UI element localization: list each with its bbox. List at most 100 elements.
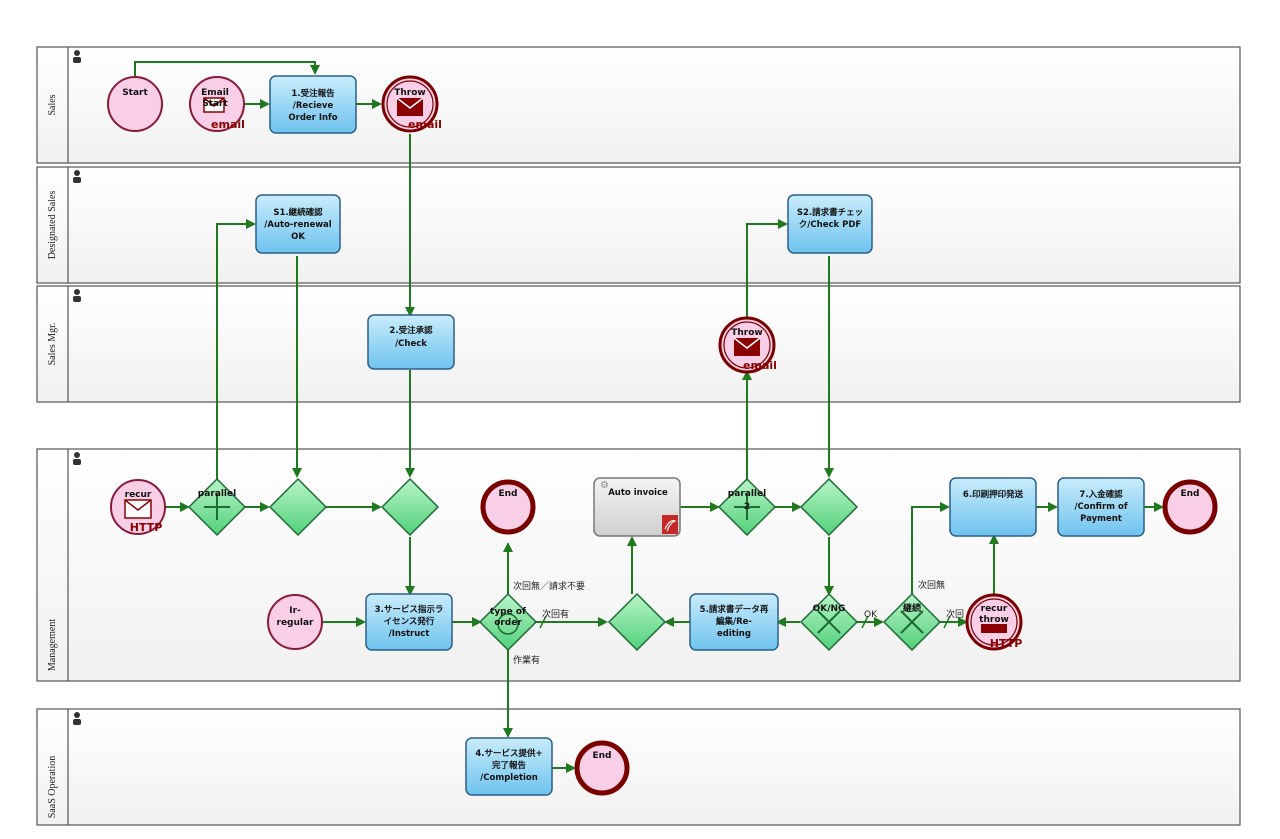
task-1-line-1: 1.受注報告	[291, 88, 335, 99]
lane-label-sales-mgr: Sales Mgr.	[47, 323, 58, 366]
pdf-icon	[662, 515, 678, 534]
recur-sub: HTTP	[130, 521, 163, 534]
start-event-label: Start	[122, 88, 148, 98]
lane-saas-operation: SaaS Operation	[36, 708, 1241, 826]
task-5-re-editing[interactable]: 5.請求書データ再 編集/Re- editing	[689, 593, 779, 651]
auto-invoice-label: Auto invoice	[608, 488, 668, 498]
flow-label-next: 次回有	[542, 608, 569, 620]
task-s2-line-2: ク/Check PDF	[799, 219, 862, 230]
gateway-join-3[interactable]	[799, 477, 859, 537]
task-7-confirm-payment[interactable]: 7.入金確認 /Confirm of Payment	[1057, 477, 1145, 537]
gateway-ok-ng-label: OK/NG	[813, 604, 846, 614]
x-icon	[817, 610, 841, 634]
task-1-recieve-order[interactable]: 1.受注報告 /Recieve Order Info	[269, 75, 357, 134]
task-2-line-2: /Check	[395, 339, 427, 349]
start-event[interactable]: Start	[107, 76, 163, 132]
lane-sales-mgr: Sales Mgr.	[36, 285, 1241, 403]
throw-mgr-label: Throw	[731, 328, 762, 338]
task-4-line-3: /Completion	[480, 773, 538, 783]
task-2-line-1: 2.受注承認	[389, 325, 433, 336]
task-s2-line-1: S2.請求書チェッ	[797, 207, 863, 218]
task-1-line-3: Order Info	[288, 113, 337, 123]
gateway-ok-ng[interactable]: OK/NG	[799, 592, 859, 652]
gateway-merge[interactable]	[607, 592, 667, 652]
gateway-join-1[interactable]	[268, 477, 328, 537]
end-event-top[interactable]: End	[480, 479, 536, 535]
person-icon	[73, 452, 81, 465]
x-icon	[900, 610, 924, 634]
lane-label-management: Management	[47, 619, 58, 671]
plus-icon	[204, 494, 230, 520]
throw-sales-label: Throw	[394, 88, 425, 98]
default-flow-marks	[539, 615, 951, 629]
task-auto-invoice[interactable]: ⚙ Auto invoice	[593, 477, 681, 537]
recur-throw-label-2: throw	[979, 615, 1009, 625]
irregular-label-2: regular	[277, 618, 315, 628]
envelope-icon	[396, 97, 424, 116]
end-right-label: End	[1181, 489, 1200, 499]
flow-label-no-next2: 次回無	[918, 579, 945, 591]
envelope-icon	[124, 499, 152, 519]
throw-mgr-sub: email	[743, 359, 777, 372]
task-1-line-2: /Recieve	[293, 101, 334, 111]
gear-icon: ⚙	[600, 480, 609, 491]
end-event-saas[interactable]: End	[574, 740, 630, 796]
task-s1-line-2: /Auto-renewal	[264, 220, 332, 230]
gateway-keizoku-label: 継続	[903, 602, 921, 614]
task-3-line-2: イセンス発行	[384, 616, 435, 627]
task-2-check[interactable]: 2.受注承認 /Check	[367, 314, 455, 370]
gateway-parallel[interactable]: parallel	[187, 477, 247, 537]
person-icon	[73, 289, 81, 302]
lane-label-designated-sales: Designated Sales	[47, 191, 58, 260]
person-icon	[73, 712, 81, 725]
task-4-completion[interactable]: 4.サービス提供+ 完了報告 /Completion	[465, 737, 553, 796]
type-of-order-line-2: order	[494, 618, 522, 628]
end-event-right[interactable]: End	[1162, 479, 1218, 535]
irregular-start-event[interactable]: Ir- regular	[267, 594, 323, 650]
task-4-line-2: 完了報告	[492, 760, 527, 771]
recur-throw-label-1: recur	[981, 604, 1008, 614]
task-3-line-3: /Instruct	[389, 629, 430, 639]
flow-label-no-next: 次回無／請求不要	[513, 580, 585, 592]
task-4-line-1: 4.サービス提供+	[475, 748, 542, 759]
recur-http-start-event[interactable]: recur HTTP	[110, 479, 166, 535]
email-start-sub: email	[211, 118, 245, 131]
task-3-instruct[interactable]: 3.サービス指示ラ イセンス発行 /Instruct	[365, 593, 453, 651]
email-start-label-2: Start	[202, 99, 228, 109]
task-s1-line-3: OK	[291, 232, 305, 242]
end-top-label: End	[499, 489, 518, 499]
task-5-line-1: 5.請求書データ再	[700, 604, 769, 615]
gateway-keizoku[interactable]: 継続	[882, 592, 942, 652]
circle-icon	[497, 613, 519, 635]
task-7-line-2: /Confirm of	[1074, 502, 1127, 512]
gateway-parallel-2[interactable]: parallel 2	[717, 477, 777, 537]
task-6-label: 6.印刷押印発送	[963, 489, 1024, 500]
throw-email-event-mgr[interactable]: Throw email	[718, 316, 777, 374]
task-6-print-stamp-send[interactable]: 6.印刷押印発送	[949, 477, 1037, 537]
lane-label-saas-operation: SaaS Operation	[47, 756, 58, 819]
task-7-line-3: Payment	[1080, 514, 1122, 524]
task-s1-auto-renewal[interactable]: S1.継続確認 /Auto-renewal OK	[255, 194, 341, 254]
gateway-parallel-label: parallel	[198, 489, 236, 499]
plus-icon	[734, 494, 760, 520]
throw-email-event-sales[interactable]: Throw email	[381, 75, 442, 133]
task-s1-line-1: S1.継続確認	[273, 207, 323, 218]
task-7-line-1: 7.入金確認	[1079, 489, 1123, 500]
task-s2-check-pdf[interactable]: S2.請求書チェッ ク/Check PDF	[787, 194, 873, 254]
task-3-line-1: 3.サービス指示ラ	[375, 604, 444, 615]
end-saas-label: End	[593, 751, 612, 761]
recur-label: recur	[125, 490, 152, 500]
gateway-join-2[interactable]	[380, 477, 440, 537]
recur-throw-sub: HTTP	[990, 637, 1023, 650]
gateway-type-of-order[interactable]: type of order	[478, 592, 538, 652]
flow-label-work: 作業有	[513, 654, 540, 666]
gateway-parallel-2-label: parallel	[728, 489, 766, 499]
envelope-icon	[733, 337, 761, 356]
gateway-parallel-2-sub: 2	[744, 502, 750, 512]
recur-throw-http-event[interactable]: recur throw HTTP	[965, 593, 1023, 651]
lane-label-sales: Sales	[47, 94, 58, 115]
person-icon	[73, 170, 81, 183]
email-start-event[interactable]: Email Start email	[189, 76, 245, 132]
sequence-flows	[134, 61, 1164, 773]
